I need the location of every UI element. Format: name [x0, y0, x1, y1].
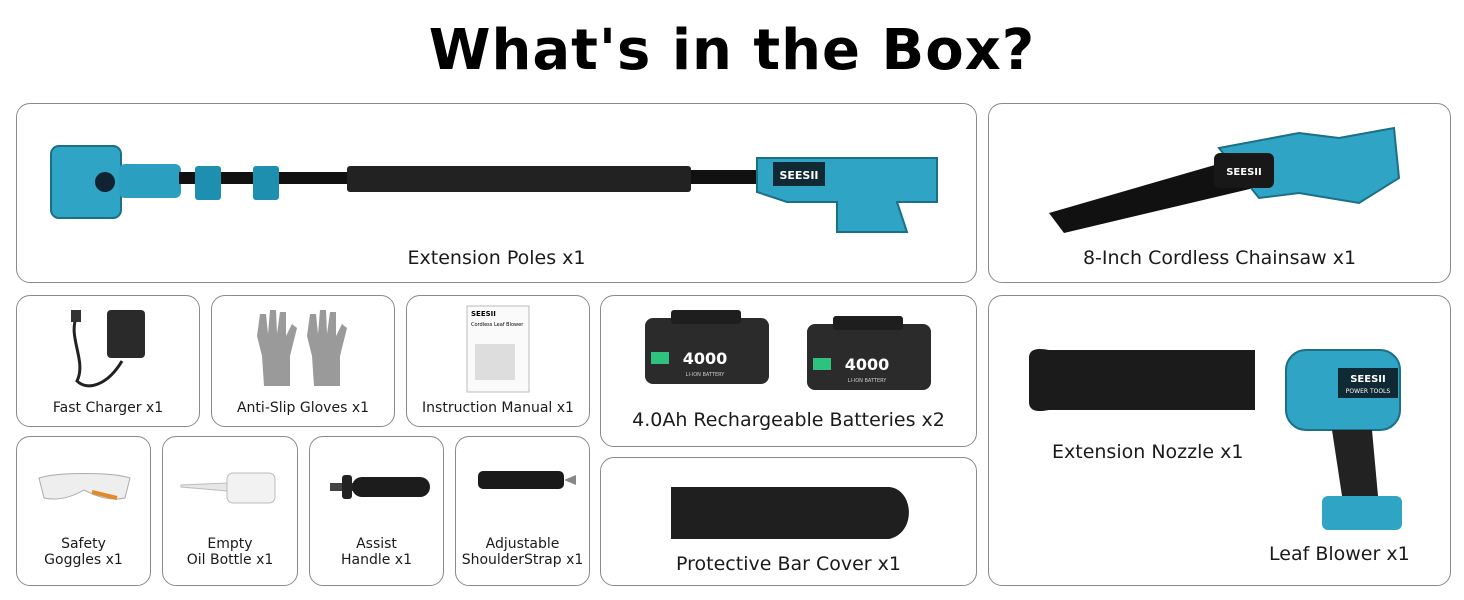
goggles-label-line2: Goggles x1 [44, 552, 123, 568]
batteries-card: 4000 LI-ION BATTERY 4000 LI-ION BATTERY … [600, 295, 977, 447]
oil-bottle-label-line2: Oil Bottle x1 [186, 552, 274, 568]
manual-title-text: Cordless Leaf Blower [471, 322, 524, 328]
extension-pole-image: SEESII [50, 145, 938, 233]
battery-capacity-text: 4000 [845, 355, 890, 374]
assist-handle-label-line2: Handle x1 [340, 552, 412, 568]
goggles-label-line1: Safety [61, 536, 106, 552]
shoulder-strap-card: Adjustable ShoulderStrap x1 [455, 436, 590, 586]
manual-label: Instruction Manual x1 [422, 400, 574, 416]
manual-image: SEESII Cordless Leaf Blower [466, 305, 530, 393]
bar-cover-card: Protective Bar Cover x1 [600, 457, 977, 586]
extension-nozzle-label: Extension Nozzle x1 [1052, 441, 1244, 463]
pole-brand-text: SEESII [779, 169, 818, 182]
shoulder-strap-image [478, 471, 576, 489]
assist-handle-card: Assist Handle x1 [309, 436, 444, 586]
battery-type-text: LI-ION BATTERY [848, 378, 888, 384]
manual-card: SEESII Cordless Leaf Blower Instruction … [406, 295, 590, 427]
blower-brand-text: SEESII [1350, 374, 1386, 385]
battery-image-2: 4000 LI-ION BATTERY [807, 316, 931, 390]
oil-bottle-image [180, 472, 276, 504]
shoulder-strap-label-line2: ShoulderStrap x1 [461, 552, 584, 568]
chainsaw-label: 8-Inch Cordless Chainsaw x1 [1082, 247, 1357, 269]
goggles-card: Safety Goggles x1 [16, 436, 151, 586]
bar-cover-label: Protective Bar Cover x1 [676, 553, 901, 575]
battery-image-1: 4000 LI-ION BATTERY [645, 310, 769, 384]
gloves-label: Anti-Slip Gloves x1 [236, 400, 370, 416]
page-title: What's in the Box? [428, 18, 1036, 83]
oil-bottle-label-line1: Empty [207, 536, 253, 552]
battery-type-text: LI-ION BATTERY [686, 372, 726, 378]
gloves-image [257, 310, 347, 386]
extension-poles-card: SEESII Extension Poles x1 [16, 103, 977, 283]
batteries-label: 4.0Ah Rechargeable Batteries x2 [632, 409, 945, 431]
leaf-blower-image: SEESII POWER TOOLS [1285, 349, 1402, 530]
battery-capacity-text: 4000 [683, 349, 728, 368]
leaf-blower-label: Leaf Blower x1 [1269, 543, 1410, 565]
oil-bottle-card: Empty Oil Bottle x1 [162, 436, 298, 586]
fast-charger-label: Fast Charger x1 [52, 400, 164, 416]
charger-image [71, 310, 145, 388]
extension-nozzle-image [1029, 348, 1255, 412]
gloves-card: Anti-Slip Gloves x1 [211, 295, 395, 427]
manual-brand-text: SEESII [471, 310, 496, 318]
fast-charger-card: Fast Charger x1 [16, 295, 200, 427]
bar-cover-image [671, 487, 909, 539]
assist-handle-label-line1: Assist [356, 536, 397, 552]
shoulder-strap-label-line1: Adjustable [485, 536, 560, 552]
blower-brand-sub-text: POWER TOOLS [1346, 388, 1391, 395]
leaf-blower-card: SEESII POWER TOOLS Extension Nozzle x1 L… [988, 295, 1451, 586]
chainsaw-image: SEESII [1049, 126, 1401, 233]
assist-handle-image [330, 475, 430, 499]
chainsaw-card: SEESII 8-Inch Cordless Chainsaw x1 [988, 103, 1451, 283]
goggles-image [38, 473, 131, 500]
extension-poles-label: Extension Poles x1 [407, 247, 586, 269]
chainsaw-brand-text: SEESII [1226, 167, 1262, 178]
